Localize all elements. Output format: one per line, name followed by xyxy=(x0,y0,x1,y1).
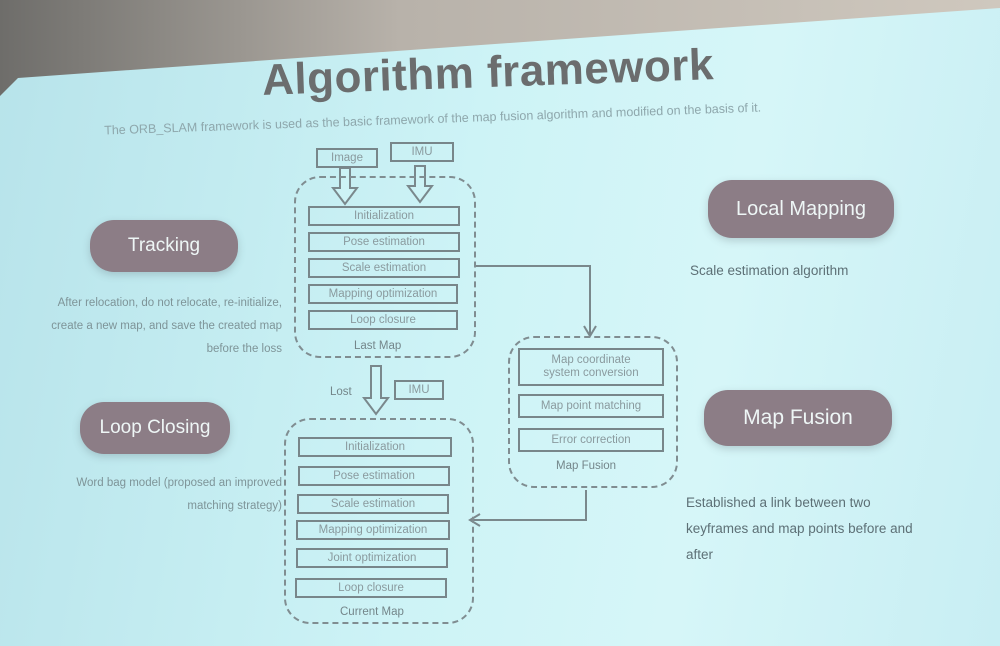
note-line: Word bag model (proposed an improved xyxy=(76,477,282,489)
input-imu: IMU xyxy=(390,142,454,162)
last-map-label: Last Map xyxy=(354,340,402,352)
current-map-step: Pose estimation xyxy=(298,466,450,486)
current-map-step: Scale estimation xyxy=(297,494,449,514)
local-mapping-pill: Local Mapping xyxy=(708,180,894,238)
note-line: keyframes and map points before and xyxy=(686,521,913,536)
map-fusion-step: Map point matching xyxy=(518,394,664,418)
current-map-label: Current Map xyxy=(340,606,404,618)
lost-imu-input: IMU xyxy=(394,380,444,400)
note-line: After relocation, do not relocate, re-in… xyxy=(57,297,282,309)
arrow-imu-down xyxy=(406,165,434,204)
arrow-image-down xyxy=(331,167,359,206)
map-fusion-group xyxy=(508,336,678,488)
input-image: Image xyxy=(316,148,378,168)
current-map-step: Loop closure xyxy=(295,578,447,598)
tracking-pill: Tracking xyxy=(90,220,238,272)
map-fusion-pill: Map Fusion xyxy=(704,390,892,446)
current-map-step: Mapping optimization xyxy=(296,520,450,540)
lost-label: Lost xyxy=(330,386,352,398)
current-map-group xyxy=(284,418,474,624)
last-map-step: Pose estimation xyxy=(308,232,460,252)
note-line: matching strategy) xyxy=(187,500,282,512)
map-fusion-step: Error correction xyxy=(518,428,664,452)
loop-closing-note: Word bag model (proposed an improved mat… xyxy=(30,472,282,518)
line-fusion-to-current xyxy=(472,490,587,521)
loop-closing-pill: Loop Closing xyxy=(80,402,230,454)
note-line: after xyxy=(686,547,714,562)
current-map-step: Joint optimization xyxy=(296,548,448,568)
arrowhead-to-current xyxy=(468,513,481,527)
note-line: before the loss xyxy=(206,343,282,355)
local-mapping-note: Scale estimation algorithm xyxy=(690,263,849,278)
last-map-step: Initialization xyxy=(308,206,460,226)
arrow-lost-down xyxy=(362,365,390,416)
current-map-step: Initialization xyxy=(298,437,452,457)
line-last-to-fusion xyxy=(476,265,591,334)
last-map-step: Mapping optimization xyxy=(308,284,458,304)
last-map-step: Loop closure xyxy=(308,310,458,330)
last-map-step: Scale estimation xyxy=(308,258,460,278)
last-map-group xyxy=(294,176,476,358)
note-line: create a new map, and save the created m… xyxy=(51,320,282,332)
map-fusion-group-label: Map Fusion xyxy=(556,460,617,472)
note-line: Established a link between two xyxy=(686,495,871,510)
tracking-note: After relocation, do not relocate, re-in… xyxy=(20,292,282,361)
map-fusion-step: Map coordinate system conversion xyxy=(518,348,664,386)
map-fusion-note: Established a link between two keyframes… xyxy=(686,490,913,568)
